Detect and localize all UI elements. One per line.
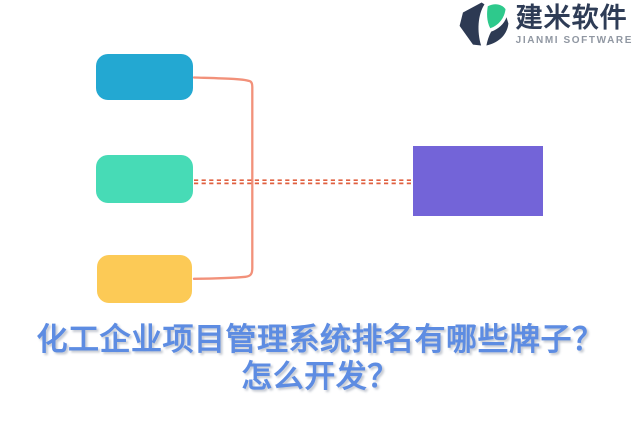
logo-subtitle: JIANMI SOFTWARE <box>515 35 633 46</box>
page-title-line2: 怎么开发？ <box>241 359 399 394</box>
logo: 建米软件 JIANMI SOFTWARE <box>456 2 633 47</box>
node-green <box>96 155 193 203</box>
logo-sail <box>486 17 509 46</box>
bracket-connector <box>192 76 254 280</box>
logo-title: 建米软件 <box>515 3 628 33</box>
node-blue <box>96 54 193 100</box>
page-title: 化工企业项目管理系统排名有哪些牌子？ 怎么开发？ <box>0 321 640 395</box>
page-title-line1: 化工企业项目管理系统排名有哪些牌子？ <box>36 322 604 357</box>
jianmi-logo-icon <box>459 2 509 46</box>
logo-text: 建米软件 JIANMI SOFTWARE <box>516 2 633 47</box>
node-purple <box>413 146 543 216</box>
logo-leaf <box>486 4 506 29</box>
node-yellow <box>97 255 192 303</box>
logo-hexagon-left <box>459 2 485 46</box>
